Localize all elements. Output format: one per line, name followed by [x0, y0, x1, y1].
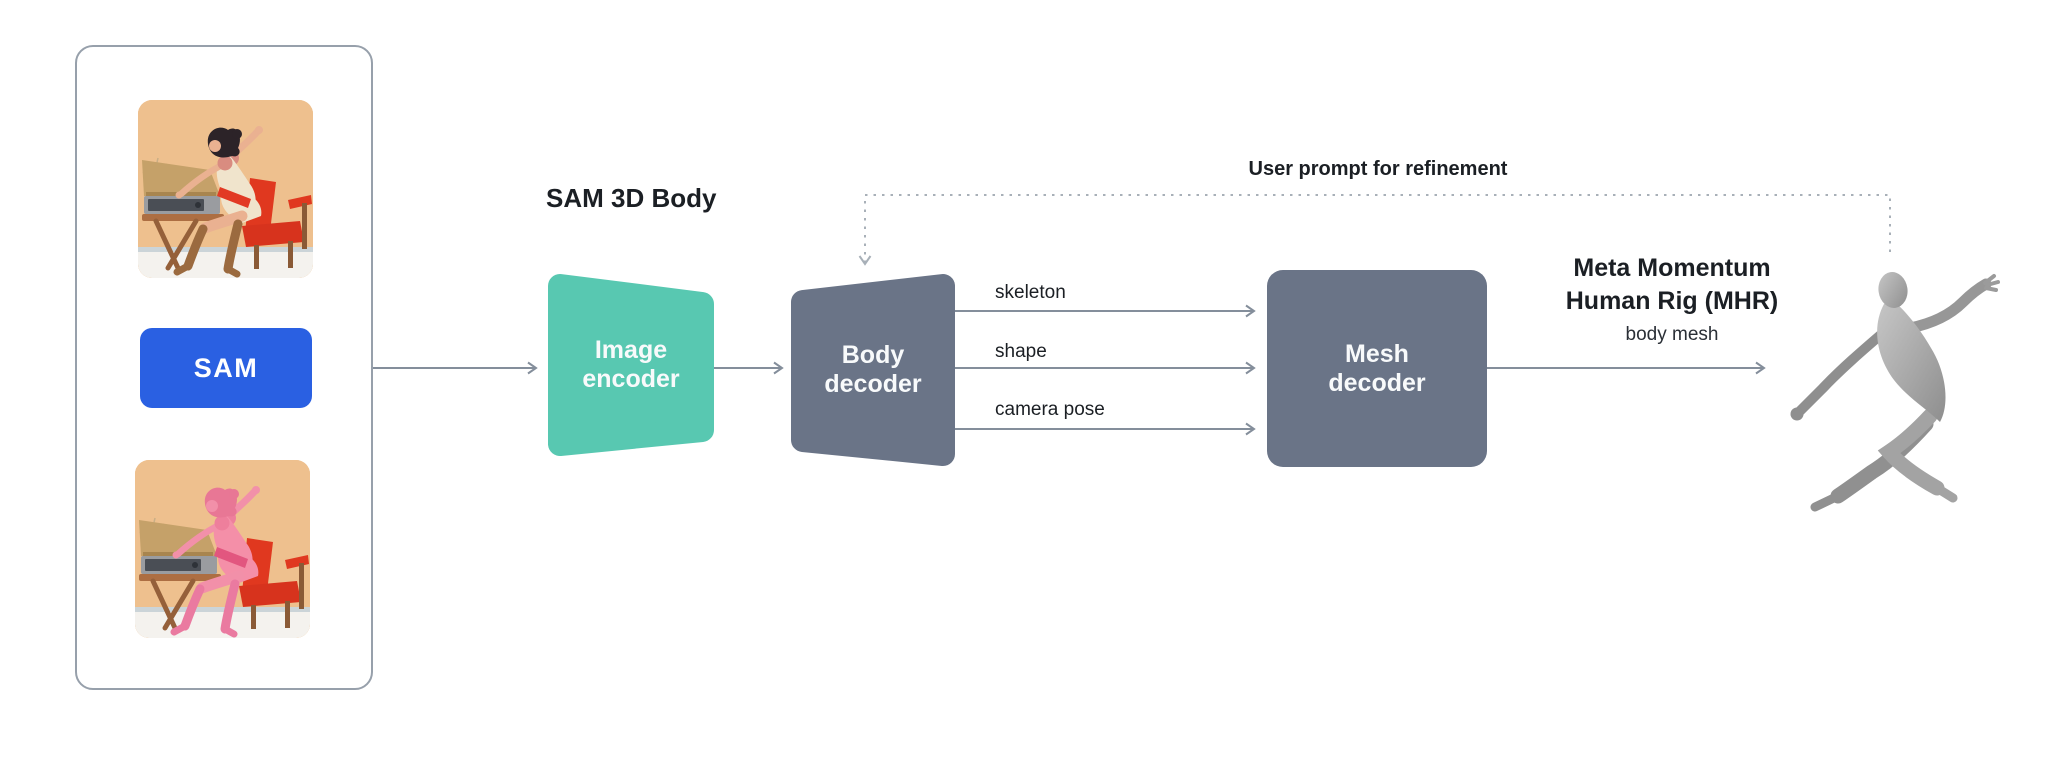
input-photo-illustration: [138, 100, 313, 278]
segmented-photo-illustration: [135, 460, 310, 638]
edge-label-camera-pose: camera pose: [995, 399, 1105, 420]
sam-node-label: SAM: [193, 352, 259, 383]
mhr-output-block: Meta Momentum Human Rig (MHR) body mesh: [1540, 252, 1804, 346]
body-decoder-node: [791, 274, 955, 466]
mesh-decoder-label: Mesh decoder: [1328, 339, 1426, 397]
input-photo: [138, 100, 313, 278]
edge-label-shape: shape: [995, 341, 1047, 362]
sam-node: SAM: [140, 328, 312, 408]
refinement-label: User prompt for refinement: [1248, 158, 1508, 180]
dotted-refinement-path: [858, 194, 1891, 266]
mhr-title-line1: Meta Momentum: [1573, 254, 1771, 282]
body-decoder-label: Body decoder: [824, 341, 922, 398]
image-encoder-label: Image encoder: [582, 336, 680, 393]
edge-label-skeleton: skeleton: [995, 282, 1066, 303]
mesh-decoder-node: Mesh decoder: [1267, 270, 1487, 467]
diagram-title: SAM 3D Body: [546, 183, 717, 213]
mhr-subtitle: body mesh: [1625, 324, 1719, 345]
body-mesh-figure: [1790, 272, 2000, 512]
image-encoder-node: [548, 274, 714, 456]
segmented-photo: [135, 460, 310, 638]
mhr-title-line2: Human Rig (MHR): [1565, 287, 1779, 315]
